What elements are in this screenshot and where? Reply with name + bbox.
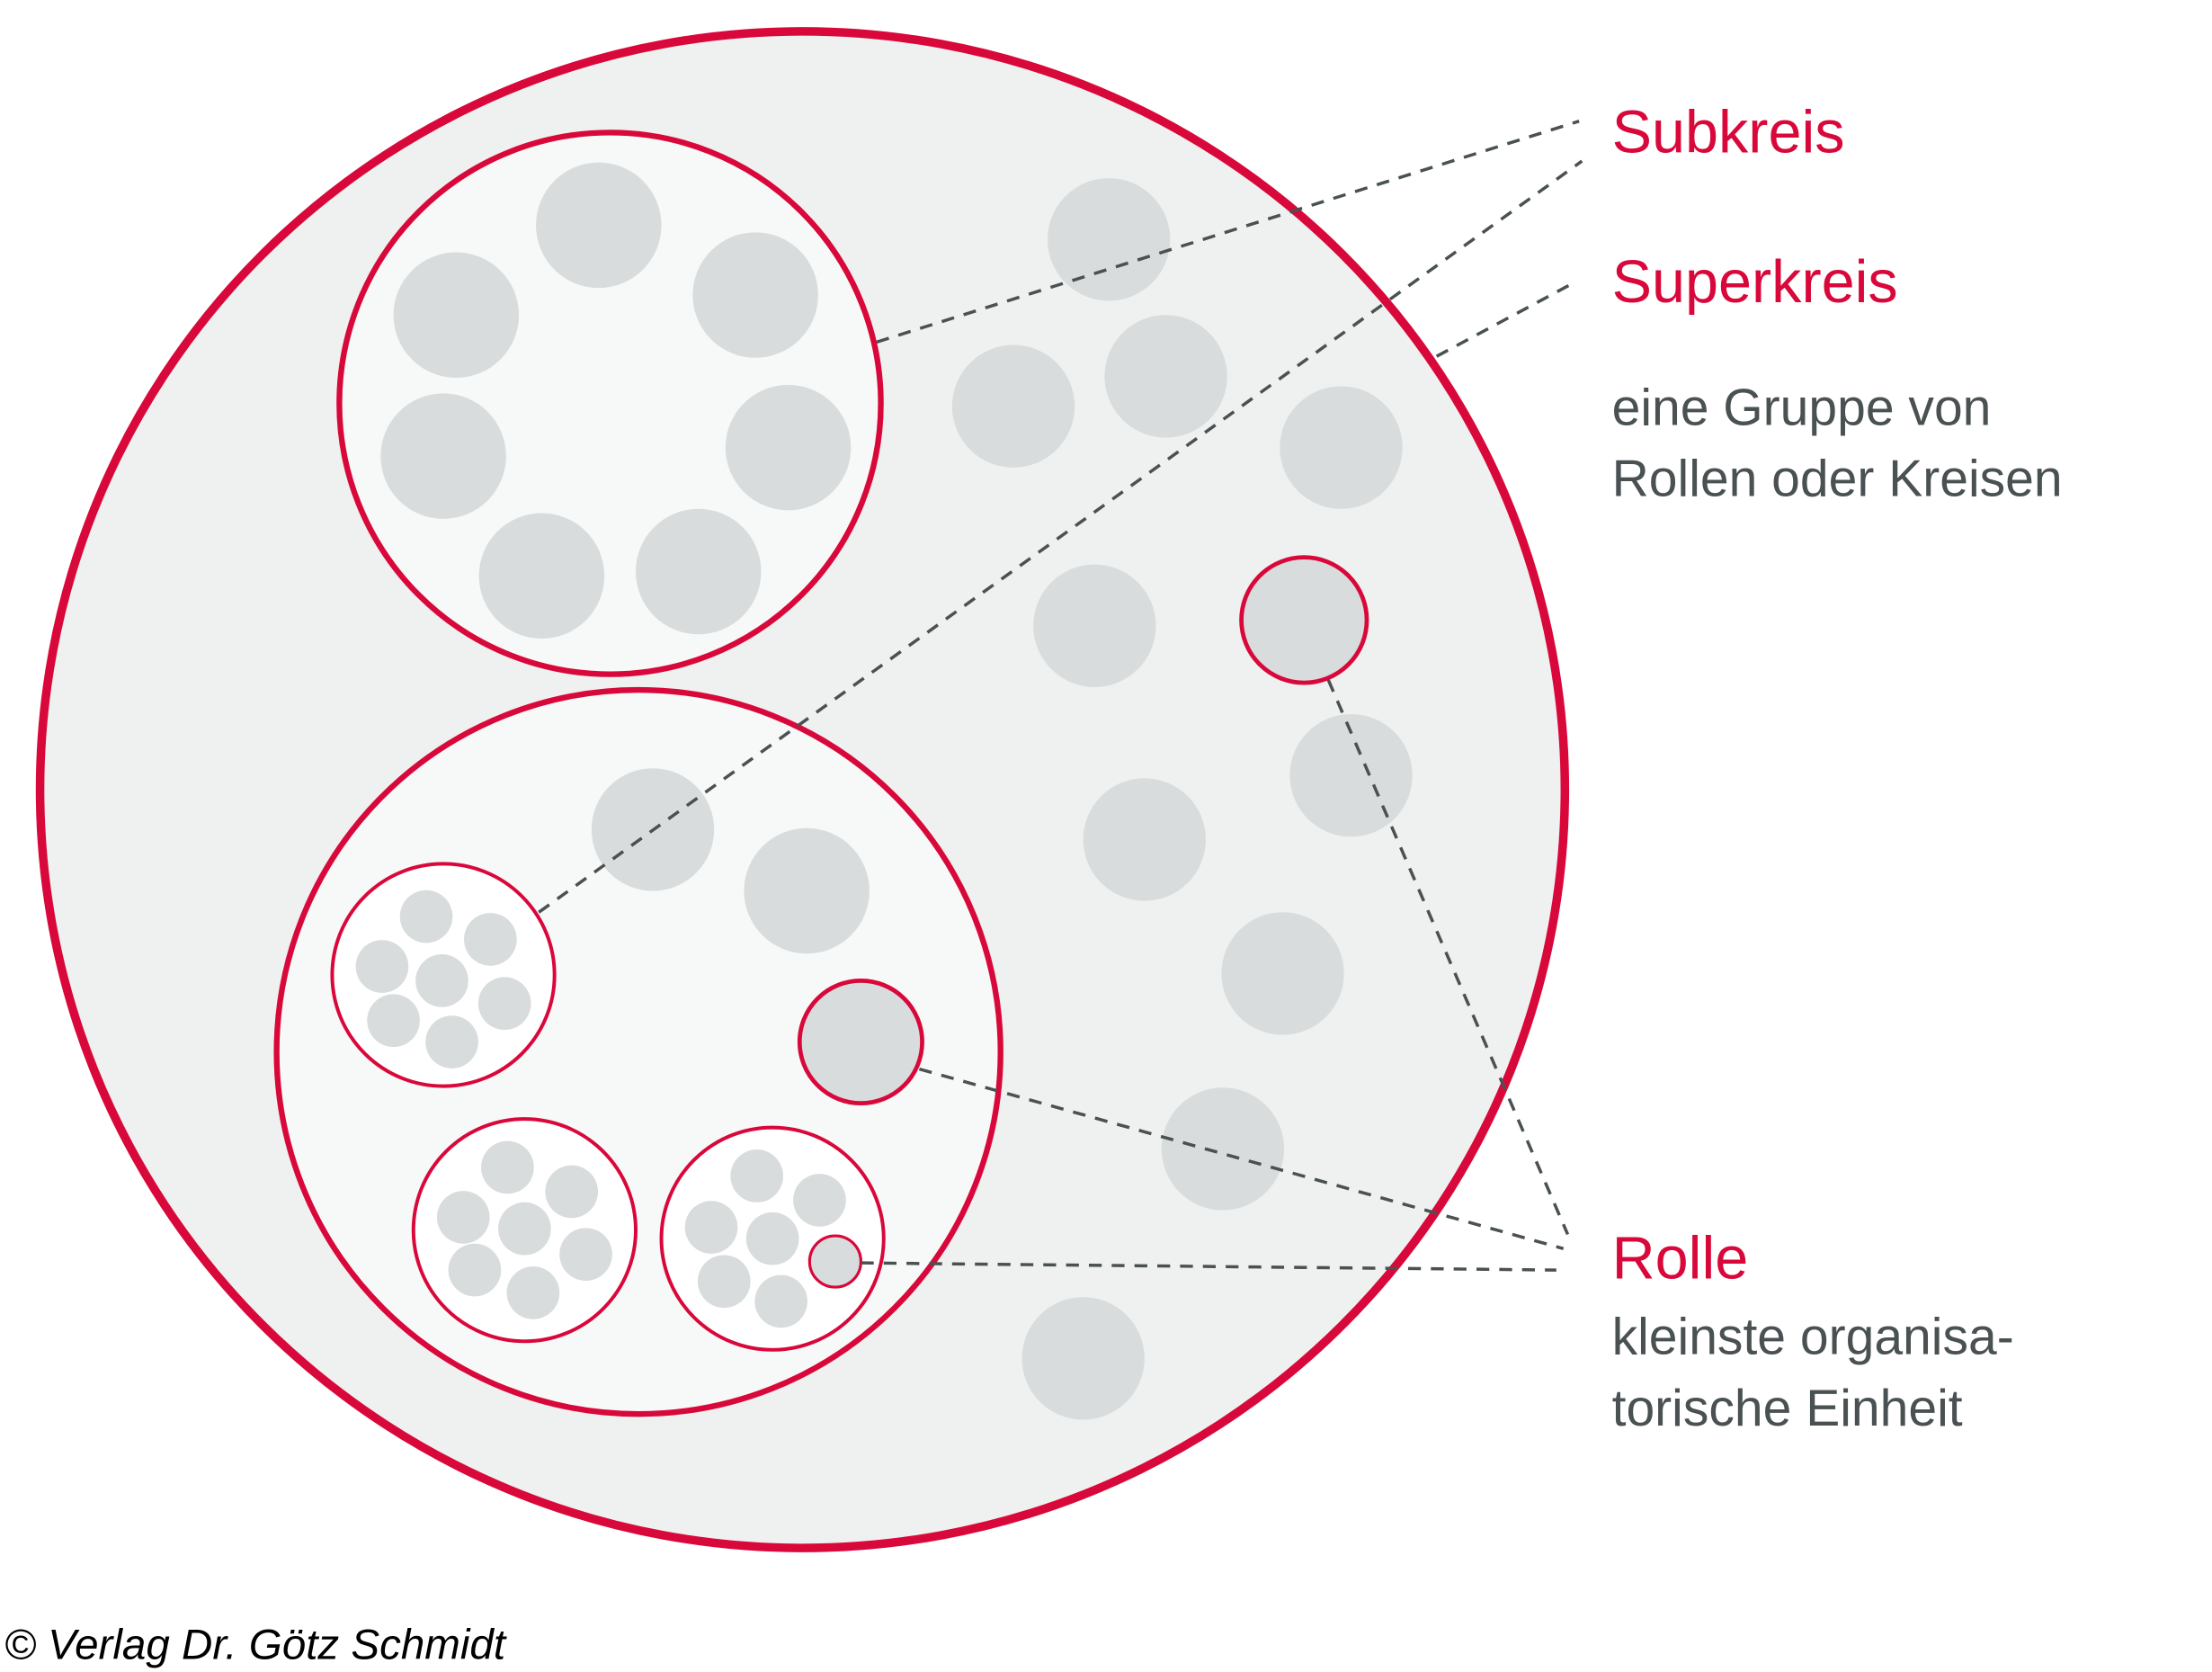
role-circle xyxy=(545,1165,599,1219)
role-circle xyxy=(355,940,409,993)
role-circle xyxy=(725,384,852,511)
role-circle xyxy=(380,393,506,519)
highlighted-role-circle xyxy=(797,978,924,1106)
role-circle xyxy=(1048,178,1171,301)
dashed-connector-line xyxy=(538,159,1583,914)
highlighted-role-circle xyxy=(1239,555,1369,685)
role-circle xyxy=(1021,1297,1145,1420)
dashed-connector-line xyxy=(918,1067,1565,1250)
role-circle xyxy=(1033,564,1156,687)
dashed-connector-line xyxy=(876,120,1580,344)
role-circle xyxy=(745,1212,799,1265)
role-circle xyxy=(559,1228,612,1281)
role-circle xyxy=(448,1243,502,1297)
dashed-connector-line xyxy=(1326,679,1570,1236)
role-circle xyxy=(692,232,818,358)
role-circle xyxy=(536,162,662,289)
superkreis-desc-line2: Rollen oder Kreisen xyxy=(1612,451,2063,508)
role-circle xyxy=(1083,778,1206,901)
label-rolle: Rolle xyxy=(1612,1226,1749,1292)
role-circle xyxy=(951,344,1075,468)
role-circle xyxy=(636,508,762,635)
role-circle xyxy=(477,977,531,1031)
role-circle xyxy=(1104,315,1227,438)
role-circle xyxy=(498,1202,551,1256)
role-circle xyxy=(367,994,420,1048)
role-circle xyxy=(697,1255,751,1309)
role-circle xyxy=(730,1149,784,1203)
role-circle xyxy=(399,890,453,943)
role-circle xyxy=(1161,1087,1285,1211)
superkreis-desc-line1: eine Gruppe von xyxy=(1612,379,1992,436)
label-superkreis: Superkreis xyxy=(1612,249,1898,316)
copyright: © Verlag Dr. Götz Schmidt xyxy=(4,1622,507,1669)
role-circle xyxy=(425,1015,478,1068)
role-circle xyxy=(793,1174,846,1227)
role-circle xyxy=(393,252,520,378)
role-circle xyxy=(1221,912,1344,1035)
dashed-connector-line xyxy=(861,1261,1556,1272)
rolle-desc-line1: kleinste organisa- xyxy=(1612,1309,2014,1366)
role-circle xyxy=(436,1191,490,1244)
role-circle xyxy=(481,1140,534,1194)
bottom-roles xyxy=(330,768,924,1352)
dashed-connector-line xyxy=(1435,281,1576,358)
label-subkreis: Subkreis xyxy=(1612,100,1845,166)
highlighted-role-circle xyxy=(807,1234,862,1289)
top-roles xyxy=(380,162,852,639)
connector-lines xyxy=(538,120,1583,1272)
role-circle xyxy=(744,827,870,954)
role-circle xyxy=(754,1274,807,1328)
role-circle xyxy=(478,513,605,639)
role-circle xyxy=(464,913,517,966)
role-circle xyxy=(684,1201,738,1254)
role-circle xyxy=(1280,386,1403,509)
rolle-desc-line2: torische Einheit xyxy=(1612,1380,1963,1437)
role-circle xyxy=(506,1266,560,1319)
role-circle xyxy=(415,954,468,1007)
